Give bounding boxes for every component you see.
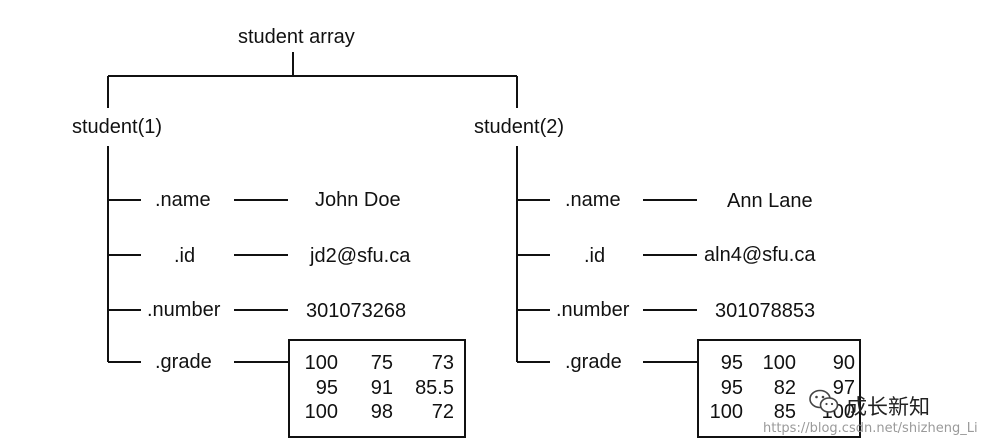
- root-label: student array: [238, 26, 355, 48]
- grade-cell: 91: [370, 377, 393, 399]
- grade-cell: 98: [370, 401, 393, 423]
- student-2-field-id: .id: [584, 245, 606, 267]
- student-2-label: student(2): [474, 116, 565, 138]
- grade-cell: 95: [720, 377, 743, 399]
- student-1-value-name: John Doe: [315, 189, 401, 211]
- student-1-field-number: .number: [147, 299, 221, 321]
- student-1-value-id: jd2@sfu.ca: [310, 245, 411, 267]
- grade-cell: 100: [709, 401, 743, 423]
- student-1-field-id: .id: [174, 245, 196, 267]
- wechat-icon: [809, 389, 839, 413]
- student-1-label: student(1): [72, 116, 163, 138]
- grade-cell: 90: [832, 352, 855, 374]
- grade-cell: 85: [773, 401, 796, 423]
- student-2-value-number: 301078853: [715, 300, 816, 322]
- watermark-url: https://blog.csdn.net/shizheng_Li: [763, 421, 978, 436]
- grade-cell: 75: [370, 352, 393, 374]
- student-2-value-id: aln4@sfu.ca: [704, 244, 816, 266]
- student-1-value-number: 301073268: [306, 300, 407, 322]
- student-2-field-name: .name: [565, 189, 621, 211]
- student-1-grade-matrix: 100 75 73 95 91 85.5 100 98 72: [288, 339, 466, 438]
- student-2-field-number: .number: [556, 299, 630, 321]
- grade-cell: 97: [832, 377, 855, 399]
- student-1-field-grade: .grade: [155, 351, 212, 373]
- student-2-grade-matrix: 95 100 90 95 82 97 100 85 100: [697, 339, 861, 438]
- student-2-value-name: Ann Lane: [727, 190, 813, 212]
- grade-cell: 95: [720, 352, 743, 374]
- grade-cell: 72: [431, 401, 454, 423]
- grade-cell: 100: [762, 352, 796, 374]
- grade-cell: 82: [773, 377, 796, 399]
- grade-cell: 95: [315, 377, 338, 399]
- grade-cell: 73: [431, 352, 454, 374]
- watermark-name: 成长新知: [846, 395, 930, 419]
- grade-cell: 100: [304, 401, 338, 423]
- student-1-field-name: .name: [155, 189, 211, 211]
- student-2-field-grade: .grade: [565, 351, 622, 373]
- grade-cell: 85.5: [415, 377, 454, 399]
- grade-cell: 100: [304, 352, 338, 374]
